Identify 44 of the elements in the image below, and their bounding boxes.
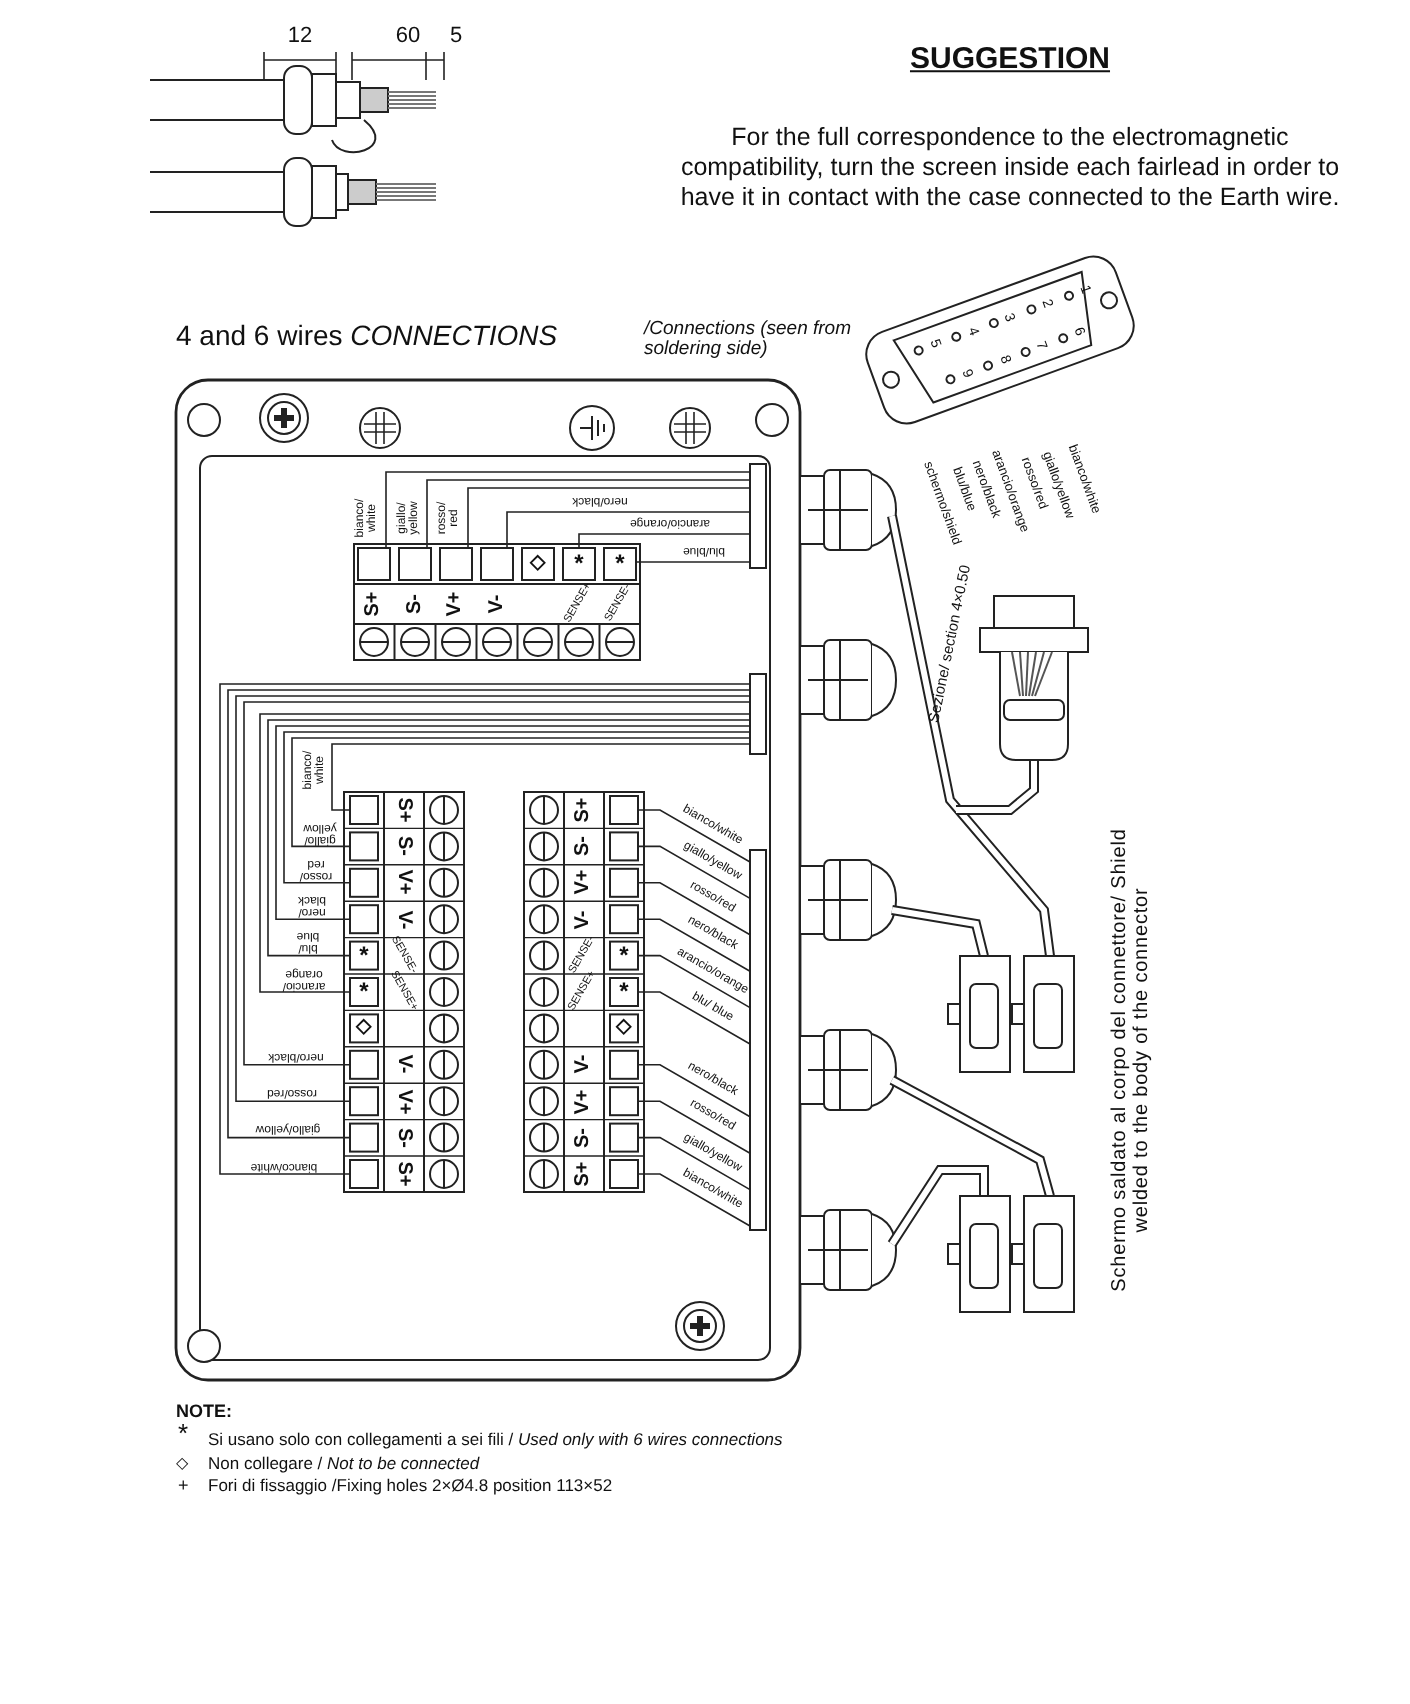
terminal-label: V+ bbox=[573, 870, 595, 896]
terminal-symbol: * bbox=[619, 943, 629, 969]
shield-note: Schermo saldato al corpo del connettore/ Shield welded to the body of the connector bbox=[1111, 826, 1153, 1296]
heading: SUGGESTION bbox=[910, 44, 1110, 76]
note-heading: NOTE: bbox=[176, 1402, 232, 1422]
terminal-label: S+ bbox=[573, 797, 595, 823]
terminal-label: S- bbox=[391, 1127, 413, 1148]
terminal-symbol: * bbox=[619, 979, 629, 1005]
section-title: 4 and 6 wires CONNECTIONS bbox=[176, 321, 558, 351]
terminal-label: V+ bbox=[573, 1088, 595, 1114]
terminal-label: S- bbox=[391, 836, 413, 857]
terminal-label: S+ bbox=[391, 797, 413, 823]
terminal-label: V- bbox=[391, 1055, 413, 1075]
note-text: Fori di fissaggio /Fixing holes 2×Ø4.8 position 113×52 bbox=[208, 1477, 613, 1495]
terminal-label: V+ bbox=[391, 870, 413, 896]
terminal-label: V- bbox=[573, 1055, 595, 1075]
note-symbol: * bbox=[178, 1420, 189, 1448]
terminal-symbol: ◇ bbox=[616, 1017, 632, 1039]
section-subtitle: /Connections (seen from soldering side) bbox=[644, 320, 853, 360]
note-text: Si usano solo con collegamenti a sei fili / Used only with 6 wires connections bbox=[208, 1431, 783, 1449]
terminal-label: S+ bbox=[391, 1161, 413, 1187]
terminal-label: V- bbox=[573, 909, 595, 929]
terminal-symbol: ◇ bbox=[530, 553, 546, 575]
terminal-label: V- bbox=[486, 594, 508, 614]
terminal-symbol: * bbox=[359, 943, 369, 969]
note-symbol: ◇ bbox=[176, 1455, 188, 1473]
terminal-symbol: * bbox=[615, 551, 625, 577]
terminal-label: V+ bbox=[445, 591, 467, 617]
dimension-label: 12 bbox=[287, 26, 313, 50]
terminal-label: S- bbox=[404, 594, 426, 614]
suggestion-text: For the full correspondence to the electromagnetic compatibility, turn the screen inside each fairlead in order to have it in contact with the case connected to the Earth wire. bbox=[678, 123, 1342, 213]
terminal-label: V- bbox=[391, 909, 413, 929]
terminal-label: S+ bbox=[573, 1161, 595, 1187]
dimension-label: 60 bbox=[395, 26, 421, 50]
dimension-label: 5 bbox=[449, 26, 463, 50]
terminal-symbol: ◇ bbox=[356, 1017, 372, 1039]
terminal-symbol: * bbox=[574, 551, 584, 577]
terminal-label: S- bbox=[573, 836, 595, 857]
terminal-symbol: * bbox=[359, 979, 369, 1005]
terminal-label: S- bbox=[573, 1127, 595, 1148]
note-text: Non collegare / Not to be connected bbox=[208, 1455, 480, 1473]
terminal-label: V+ bbox=[391, 1088, 413, 1114]
note-symbol: + bbox=[178, 1476, 189, 1496]
terminal-label: S+ bbox=[363, 591, 385, 617]
